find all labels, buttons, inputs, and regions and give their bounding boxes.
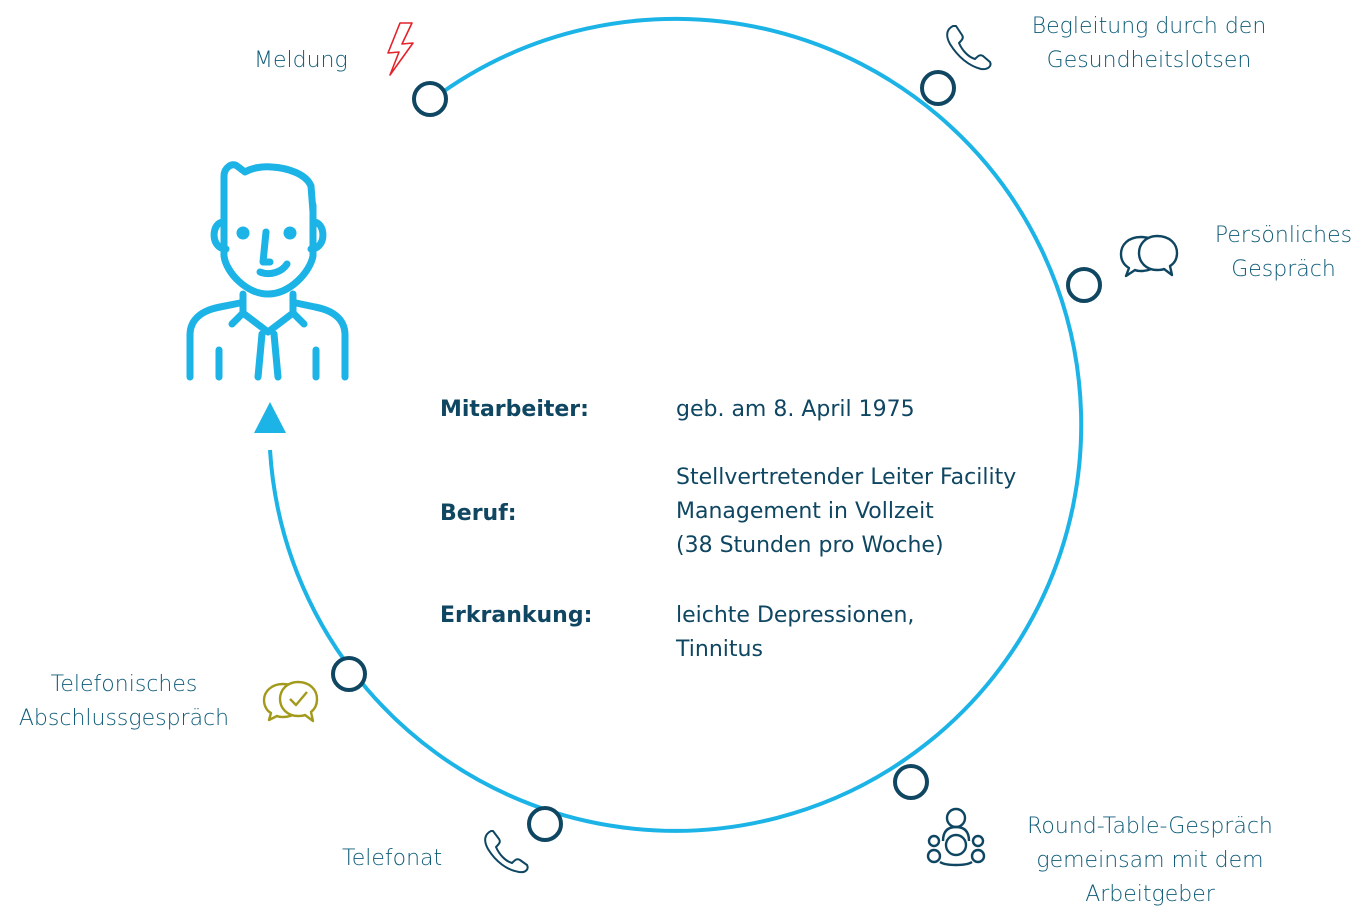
person-icon <box>186 161 349 381</box>
node-abschluss <box>331 656 367 692</box>
profile-key-erkrankung: Erkrankung: <box>440 603 593 628</box>
speech-bubbles-icon <box>1119 234 1179 278</box>
label-persoenlich: Persönliches Gespräch <box>1214 223 1353 282</box>
profile-value-erkrankung-line: Tinnitus <box>676 637 763 662</box>
label-abschluss: Telefonisches Abschlussgespräch <box>18 672 230 731</box>
profile-key-beruf: Beruf: <box>440 501 517 526</box>
lightning-icon <box>387 22 414 76</box>
cycle-arc <box>268 16 1084 833</box>
speech-bubbles-check-icon <box>262 680 319 723</box>
node-begleitung <box>920 70 956 106</box>
phone-icon <box>946 25 992 71</box>
node-telefonat <box>527 806 563 842</box>
profile-value-beruf-line: Management in Vollzeit <box>676 499 934 524</box>
team-icon <box>926 807 986 867</box>
profile-value-erkrankung-line: leichte Depressionen, <box>676 603 915 628</box>
profile-value-beruf-line: (38 Stunden pro Woche) <box>676 533 944 558</box>
label-telefonat: Telefonat <box>342 846 443 871</box>
label-begleitung: Begleitung durch den Gesundheitslotsen <box>1031 14 1267 73</box>
arrow-head <box>254 402 286 433</box>
profile-value-beruf-line: Stellvertretender Leiter Facility <box>676 465 1017 490</box>
label-meldung: Meldung <box>254 48 348 73</box>
profile-value-mitarbeiter: geb. am 8. April 1975 <box>676 397 915 422</box>
node-meldung <box>412 81 448 117</box>
node-roundtable <box>893 764 929 800</box>
label-roundtable: Round-Table-Gespräch gemeinsam mit dem A… <box>1027 814 1273 907</box>
phone-icon <box>484 830 529 874</box>
profile-key-mitarbeiter: Mitarbeiter: <box>440 397 589 422</box>
node-persoenlich <box>1066 267 1102 303</box>
